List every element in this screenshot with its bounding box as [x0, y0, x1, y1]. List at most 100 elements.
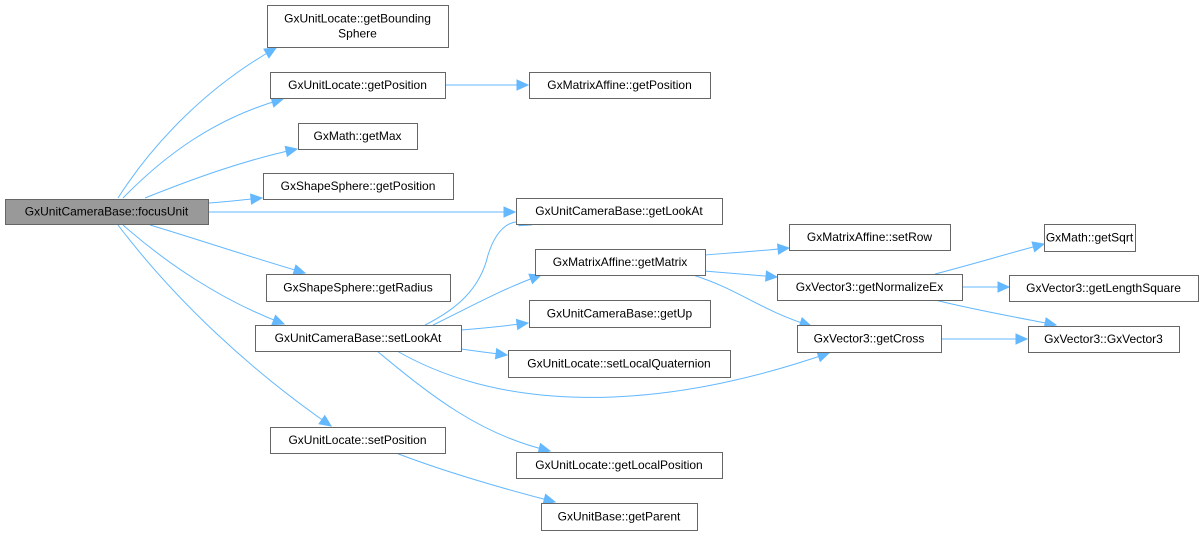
- node-box[interactable]: [267, 5, 449, 48]
- edge-n8-n16: [460, 318, 530, 331]
- edge-n2-n3: [445, 79, 530, 91]
- arrowhead-icon: [263, 47, 278, 59]
- arrowhead-icon: [503, 206, 517, 218]
- node-label: GxUnitBase::getParent: [558, 510, 681, 524]
- arrowhead-icon: [516, 79, 530, 91]
- node-box[interactable]: [255, 325, 462, 352]
- graph-node[interactable]: GxMatrixAffine::getMatrix: [535, 249, 706, 276]
- node-label: GxVector3::getNormalizeEx: [796, 280, 943, 294]
- node-box[interactable]: [1044, 224, 1136, 252]
- node-label: GxShapeSphere::getPosition: [281, 179, 436, 193]
- edge-n0-n6: [208, 206, 517, 218]
- edge-line: [117, 224, 332, 427]
- node-box[interactable]: [529, 72, 711, 99]
- arrowhead-icon: [271, 314, 286, 326]
- edge-n0-n7: [149, 224, 307, 276]
- arrowhead-icon: [528, 273, 543, 285]
- graph-node[interactable]: GxMatrixAffine::getPosition: [529, 72, 711, 99]
- node-box[interactable]: [270, 427, 446, 454]
- edge-n0-n5: [207, 193, 264, 205]
- node-label: GxMatrixAffine::setRow: [807, 230, 932, 244]
- graph-node[interactable]: GxUnitLocate::setPosition: [270, 427, 446, 454]
- node-box[interactable]: [535, 249, 706, 276]
- graph-node[interactable]: GxVector3::GxVector3: [1028, 326, 1180, 353]
- edge-line: [396, 350, 830, 398]
- edge-n8-n9: [432, 273, 543, 326]
- edge-n8-n17: [460, 347, 509, 360]
- node-box[interactable]: [1009, 275, 1199, 302]
- edge-line: [934, 243, 1045, 275]
- edge-n15-n14: [941, 333, 1029, 345]
- edge-line: [432, 274, 542, 326]
- node-box[interactable]: [516, 452, 723, 479]
- graph-node[interactable]: GxShapeSphere::getPosition: [263, 173, 454, 200]
- node-label: GxUnitLocate::setPosition: [288, 433, 426, 447]
- node-box[interactable]: [516, 198, 723, 225]
- graph-node[interactable]: GxUnitLocate::getLocalPosition: [516, 452, 723, 479]
- edge-line: [149, 224, 306, 274]
- node-box[interactable]: [5, 199, 209, 225]
- edge-n0-n8: [122, 224, 286, 326]
- node-box[interactable]: [263, 173, 454, 200]
- arrowhead-icon: [816, 351, 831, 363]
- graph-node[interactable]: GxUnitBase::getParent: [541, 503, 698, 531]
- node-box[interactable]: [789, 224, 951, 251]
- edge-n11-n14: [934, 299, 1058, 329]
- node-label: GxUnitCameraBase::getUp: [547, 307, 693, 321]
- node-box[interactable]: [508, 350, 731, 378]
- edge-n9-n11: [703, 270, 779, 282]
- graph-node[interactable]: GxUnitLocate::getPosition: [270, 72, 446, 99]
- edge-n8-n15: [396, 350, 831, 398]
- graph-node[interactable]: GxVector3::getLengthSquare: [1009, 275, 1199, 302]
- node-box[interactable]: [266, 274, 451, 302]
- node-box[interactable]: [270, 72, 446, 99]
- graph-node[interactable]: GxUnitCameraBase::setLookAt: [255, 325, 462, 352]
- arrowhead-icon: [494, 347, 509, 360]
- edge-n0-n1: [117, 47, 278, 199]
- arrowhead-icon: [537, 442, 552, 454]
- node-label: GxVector3::getCross: [814, 332, 925, 346]
- graph-node[interactable]: GxMath::getSqrt: [1044, 224, 1136, 252]
- graph-node[interactable]: GxMatrixAffine::setRow: [789, 224, 951, 251]
- edge-line: [395, 452, 556, 503]
- node-label: GxUnitLocate::setLocalQuaternion: [527, 357, 710, 371]
- node-label: GxVector3::GxVector3: [1044, 332, 1163, 346]
- edges-layer: [117, 47, 1058, 505]
- edge-n8-n6: [424, 215, 533, 326]
- arrowhead-icon: [765, 270, 779, 282]
- root-node[interactable]: GxUnitCameraBase::focusUnit: [5, 199, 209, 225]
- edge-line: [934, 299, 1057, 326]
- edge-n11-n12: [934, 241, 1046, 275]
- graph-node[interactable]: GxVector3::getCross: [797, 325, 942, 353]
- graph-node[interactable]: GxUnitCameraBase::getLookAt: [516, 198, 723, 225]
- arrowhead-icon: [997, 281, 1011, 293]
- graph-node[interactable]: GxUnitLocate::setLocalQuaternion: [508, 350, 731, 378]
- graph-node[interactable]: GxMath::getMax: [298, 123, 418, 150]
- node-box[interactable]: [797, 325, 942, 353]
- node-box[interactable]: [529, 300, 711, 328]
- nodes-layer: GxUnitCameraBase::focusUnitGxUnitLocate:…: [5, 5, 1199, 531]
- node-box[interactable]: [1028, 326, 1180, 353]
- edge-line: [692, 274, 812, 327]
- edge-n0-n4: [144, 145, 299, 199]
- arrowhead-icon: [292, 264, 307, 276]
- node-label: GxMatrixAffine::getPosition: [547, 78, 692, 92]
- node-label: GxUnitCameraBase::setLookAt: [275, 331, 442, 345]
- node-box[interactable]: [541, 503, 698, 531]
- edge-n9-n10: [703, 243, 791, 256]
- node-label: GxVector3::getLengthSquare: [1026, 281, 1181, 295]
- graph-node[interactable]: GxUnitCameraBase::getUp: [529, 300, 711, 328]
- edge-line: [122, 224, 285, 325]
- node-box[interactable]: [777, 274, 963, 301]
- arrowhead-icon: [318, 414, 332, 427]
- edge-line: [122, 98, 284, 199]
- graph-node[interactable]: GxShapeSphere::getRadius: [266, 274, 451, 302]
- node-box[interactable]: [298, 123, 418, 150]
- node-label: GxShapeSphere::getRadius: [283, 281, 432, 295]
- arrowhead-icon: [284, 145, 299, 158]
- graph-node[interactable]: GxVector3::getNormalizeEx: [777, 274, 963, 301]
- edge-n0-n2: [122, 96, 285, 199]
- node-label: GxMath::getSqrt: [1046, 231, 1134, 245]
